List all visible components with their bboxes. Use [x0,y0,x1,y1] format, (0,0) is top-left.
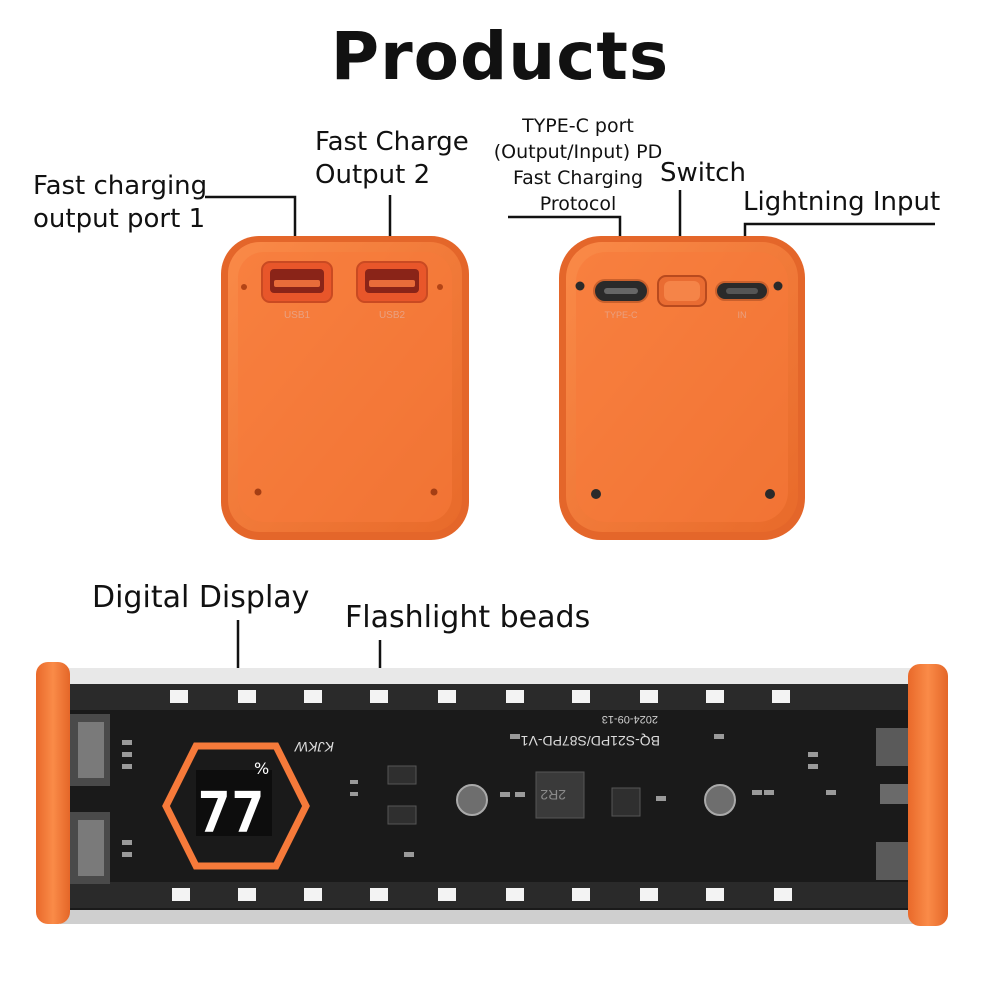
port-mark-typec: TYPE-C [604,310,638,320]
pcb-brand: KJKW [293,739,334,755]
inductor-code: 2R2 [540,787,566,803]
callout-port1-line1: Fast charging [33,171,208,201]
usb-c-port-icon [593,279,649,303]
led-bead-icon [438,888,456,901]
callout-typec-line4: Protocol [539,193,617,215]
page-title: Products [330,18,670,95]
usb-a-port-icon [356,261,428,303]
display-value: 77 [197,781,264,846]
led-bead-icon [640,888,658,901]
pcb-model: BQ-S21PD/S87PD-V1 [521,733,660,749]
callout-display: Digital Display [92,580,310,615]
callout-port1: Fast charging output port 1 [33,170,207,236]
callout-beads: Flashlight beads [345,600,591,635]
callout-port1-line2: output port 1 [33,204,206,234]
callout-typec-line2: (Output/Input) PD [493,141,663,163]
callout-typec-line3: Fast Charging [512,167,644,189]
led-bead-icon [304,690,322,703]
callout-output2: Fast Charge Output 2 [315,126,469,192]
led-bead-icon [572,690,590,703]
led-bead-icon [438,690,456,703]
led-bead-icon [506,690,524,703]
led-bead-icon [238,690,256,703]
end-cap-usb-side [221,236,469,540]
callout-switch: Switch [660,158,746,188]
power-switch-icon [657,275,707,307]
port-mark-usb2: USB2 [379,310,406,321]
led-bead-icon [774,888,792,901]
display-unit: % [254,759,269,778]
led-bead-icon [706,690,724,703]
led-bead-icon [172,888,190,901]
led-bead-icon [370,690,388,703]
callout-output2-line1: Fast Charge [315,127,469,157]
led-bead-icon [370,888,388,901]
lightning-port-icon [715,281,769,301]
flashlight-beads-bottom [172,888,792,901]
led-bead-icon [706,888,724,901]
led-bead-icon [572,888,590,901]
callout-typec: TYPE-C port (Output/Input) PD Fast Charg… [478,113,678,217]
led-bead-icon [506,888,524,901]
power-bank-body [60,668,940,924]
flashlight-beads-top [170,690,790,703]
hexagon-display-icon [162,742,310,870]
led-bead-icon [772,690,790,703]
callout-lightning: Lightning Input [743,187,941,217]
usb-a-port-icon [261,261,333,303]
led-bead-icon [238,888,256,901]
callout-output2-line2: Output 2 [315,160,431,190]
right-end-cap [908,664,948,926]
led-bead-icon [640,690,658,703]
port-mark-in: IN [738,310,747,320]
callout-typec-line1: TYPE-C port [522,115,634,137]
end-cap-typec-side [559,236,805,540]
led-bead-icon [170,690,188,703]
left-end-cap [36,662,70,924]
port-mark-usb1: USB1 [284,310,311,321]
pcb-date: 2024-09-13 [602,713,658,725]
led-bead-icon [304,888,322,901]
